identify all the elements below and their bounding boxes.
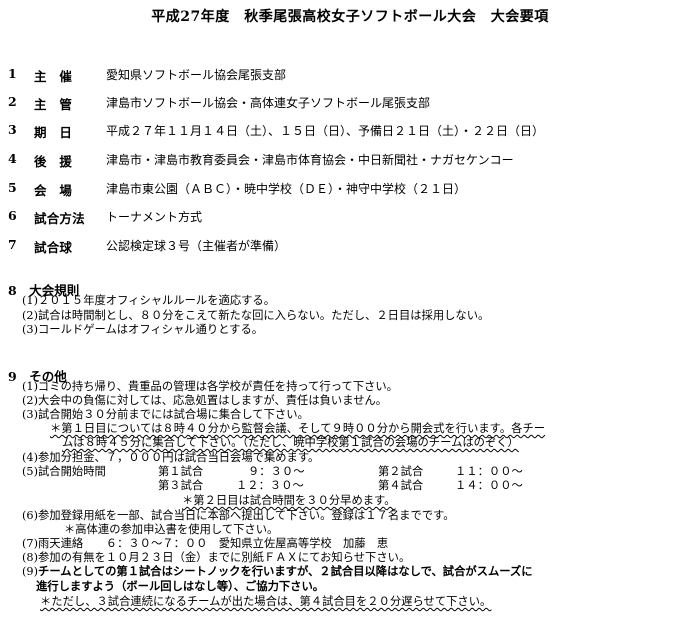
item-format: 6 試合方法 トーナメント方式 [0,208,700,226]
schedule-game-label: 第３試合 [158,479,204,492]
item-value: 公認検定球３号（主催者が準備） [106,239,287,253]
other-line-6: (6)参加登録用紙を一部、試合当日に本部へ提出して下さい。登録は１７名までです。 [22,509,455,522]
schedule-game-time: ９：３０～ [248,465,305,478]
item-number: 1 [8,66,17,81]
schedule-label: (5)試合開始時間 [22,465,106,478]
item-dates: 3 期 日 平成２７年１１月１４日（土）、１５日（日）、予備日２１日（土）・２２… [0,122,700,140]
item-sponsor: 1 主 催 愛知県ソフトボール協会尾張支部 [0,66,700,84]
item-label: 会 場 [34,183,73,198]
item-organizer: 2 主 管 津島市ソフトボール協会・高体連女子ソフトボール尾張支部 [0,94,700,112]
other-line-9-prefix: (9) [22,565,39,578]
rules-heading: 8 大会規則 [8,283,80,298]
schedule-game-label: 第４試合 [378,479,424,492]
item-venue: 5 会 場 津島市東公園（ＡＢＣ）・暁中学校（ＤＥ）・神守中学校（２１日） [0,180,700,198]
schedule-game-time: １２：３０～ [236,479,304,492]
schedule-game-time: １４：００～ [455,479,523,492]
other-line-7: (7)雨天連絡 ６：３０～７：００ 愛知県立佐屋高等学校 加藤 恵 [22,537,389,550]
item-number: 4 [8,151,17,166]
rules-line: (3)コールドゲームはオフィシャル通りとする。 [22,323,264,336]
schedule-game-time: １１：００～ [455,465,523,478]
item-number: 7 [8,237,17,252]
other-line-3-note-a: ＊第１日目については８時４０分から監督会議、そして９時００分から開会式を行います… [50,422,546,435]
other-line-8: (8)参加の有無を１０月２３日（金）までに別紙ＦＡＸにてお知らせ下さい。 [22,551,411,564]
other-line-3-note-b: ムは８時４５分に集合して下さい。（ただし、暁中学校第１試合の会場のチームはのぞく… [62,436,519,449]
item-label: 主 催 [34,69,73,84]
item-number: 2 [8,94,17,109]
item-label: 試合方法 [34,211,85,226]
other-line-3: (3)試合開始３０分前までには試合場に集合して下さい。 [22,408,309,421]
item-value: 津島市ソフトボール協会・高体連女子ソフトボール尾張支部 [106,96,431,110]
item-value: 愛知県ソフトボール協会尾張支部 [106,68,287,82]
item-value: トーナメント方式 [106,210,203,224]
item-number: 3 [8,122,17,137]
item-label: 試合球 [34,240,73,255]
item-value: 津島市・津島市教育委員会・津島市体育協会・中日新聞社・ナガセケンコー [106,153,514,167]
other-line-1: (1)ゴミの持ち帰り、貴重品の管理は各学校が責任を持って行って下さい。 [22,380,398,393]
schedule-game-label: 第１試合 [158,465,204,478]
other-line-9b: 進行しますよう（ボール回しはなし等）、ご協力下さい。 [36,579,325,593]
other-heading: 9 その他 [8,369,67,384]
item-label: 期 日 [34,125,73,140]
schedule-game-label: 第２試合 [378,465,424,478]
page-title: 平成27年度 秋季尾張高校女子ソフトボール大会 大会要項 [151,9,549,25]
item-number: 5 [8,180,17,195]
other-line-2: (2)大会中の負傷に対しては、応急処置はしますが、責任は負いません。 [22,394,388,407]
item-support: 4 後 援 津島市・津島市教育委員会・津島市体育協会・中日新聞社・ナガセケンコー [0,151,700,169]
other-line-9: (9)チームとしての第１試合はシートノックを行いますが、２試合目以降はなしで、試… [22,564,533,579]
other-line-4: (4)参加分担金、７，０００円は試合当日会場で集めます。 [22,451,320,464]
other-line-9-bold: チームとしての第１試合はシートノックを行いますが、２試合目以降はなしで、試合がス… [38,564,533,578]
item-label: 主 管 [34,97,73,112]
rules-line: (1)２０１５年度オフィシャルルールを適応する。 [22,294,276,307]
item-label: 後 援 [34,154,73,169]
item-value: 津島市東公園（ＡＢＣ）・暁中学校（ＤＥ）・神守中学校（２１日） [106,182,467,196]
rules-line: (2)試合は時間制とし、８０分をこえて新たな回に入らない。ただし、２日目は採用し… [22,309,490,322]
other-line-9c: ＊ただし、３試合連続になるチームが出た場合は、第４試合目を２０分遅らせて下さい。 [40,595,492,608]
other-line-6-note: ＊高体連の参加申込書を使用して下さい。 [64,523,279,536]
item-value: 平成２７年１１月１４日（土）、１５日（日）、予備日２１日（土）・２２日（日） [106,124,545,138]
item-ball: 7 試合球 公認検定球３号（主催者が準備） [0,237,700,255]
item-number: 6 [8,208,17,223]
schedule-note: ＊第２日目は試合時間を３０分早めます。 [182,494,396,507]
